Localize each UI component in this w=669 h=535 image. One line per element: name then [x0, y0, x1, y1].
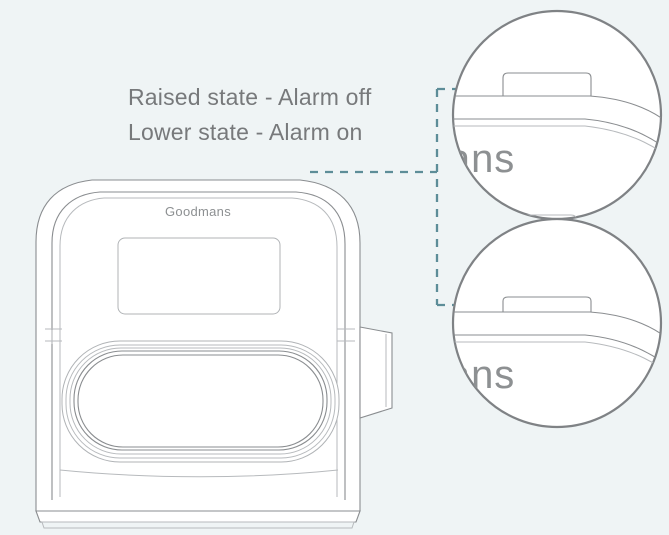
zoom-lowered-top-edge	[453, 311, 661, 351]
device-base	[35, 510, 361, 523]
zoom-lowered-display-corner	[478, 431, 577, 476]
speaker-ring-2	[69, 347, 332, 455]
side-button-tab	[359, 326, 393, 419]
zoom-raised-third-edge	[453, 125, 661, 175]
speaker-ring-3	[65, 344, 336, 459]
device-right-seam-ticks	[337, 328, 355, 342]
zoom-raised-second-edge	[453, 118, 661, 167]
zoom-lowered-third-edge	[453, 341, 661, 391]
zoom-raised-top-edge	[453, 95, 661, 135]
speaker-grille	[61, 340, 340, 463]
zoom-content-raised: ans	[448, 72, 661, 219]
annotation-text-block: Raised state - Alarm off Lower state - A…	[128, 84, 372, 145]
alarm-switch-lowered	[502, 296, 592, 313]
device-left-seam-ticks	[45, 328, 62, 342]
device-brand-label: Goodmans	[165, 204, 231, 219]
zoom-lowered-brand-fragment: ans	[448, 353, 515, 397]
device-front-bevel	[59, 197, 338, 497]
device-illustration: Goodmans	[35, 179, 393, 529]
speaker-ring-outer	[61, 340, 340, 463]
zoom-raised-brand-fragment: ans	[448, 137, 515, 181]
device-lower-sweep	[59, 469, 339, 478]
device-front-panel	[51, 191, 346, 500]
zoom-lowered-second-edge	[453, 334, 661, 383]
device-left-seam	[51, 330, 61, 344]
display-screen	[117, 237, 281, 315]
zoom-circle-lowered-bg	[451, 217, 663, 429]
zoom-circle-raised-bg	[451, 9, 663, 221]
annotation-line-raised: Raised state - Alarm off	[128, 84, 372, 110]
annotation-line-lowered: Lower state - Alarm on	[128, 119, 363, 145]
speaker-ring-inner	[77, 354, 324, 448]
zoom-raised-display-corner	[478, 214, 578, 219]
alarm-switch-raised	[502, 72, 592, 97]
device-base-foot	[41, 521, 355, 529]
zoom-callout-lowered: ans	[448, 217, 663, 476]
speaker-ring-1	[73, 350, 328, 451]
